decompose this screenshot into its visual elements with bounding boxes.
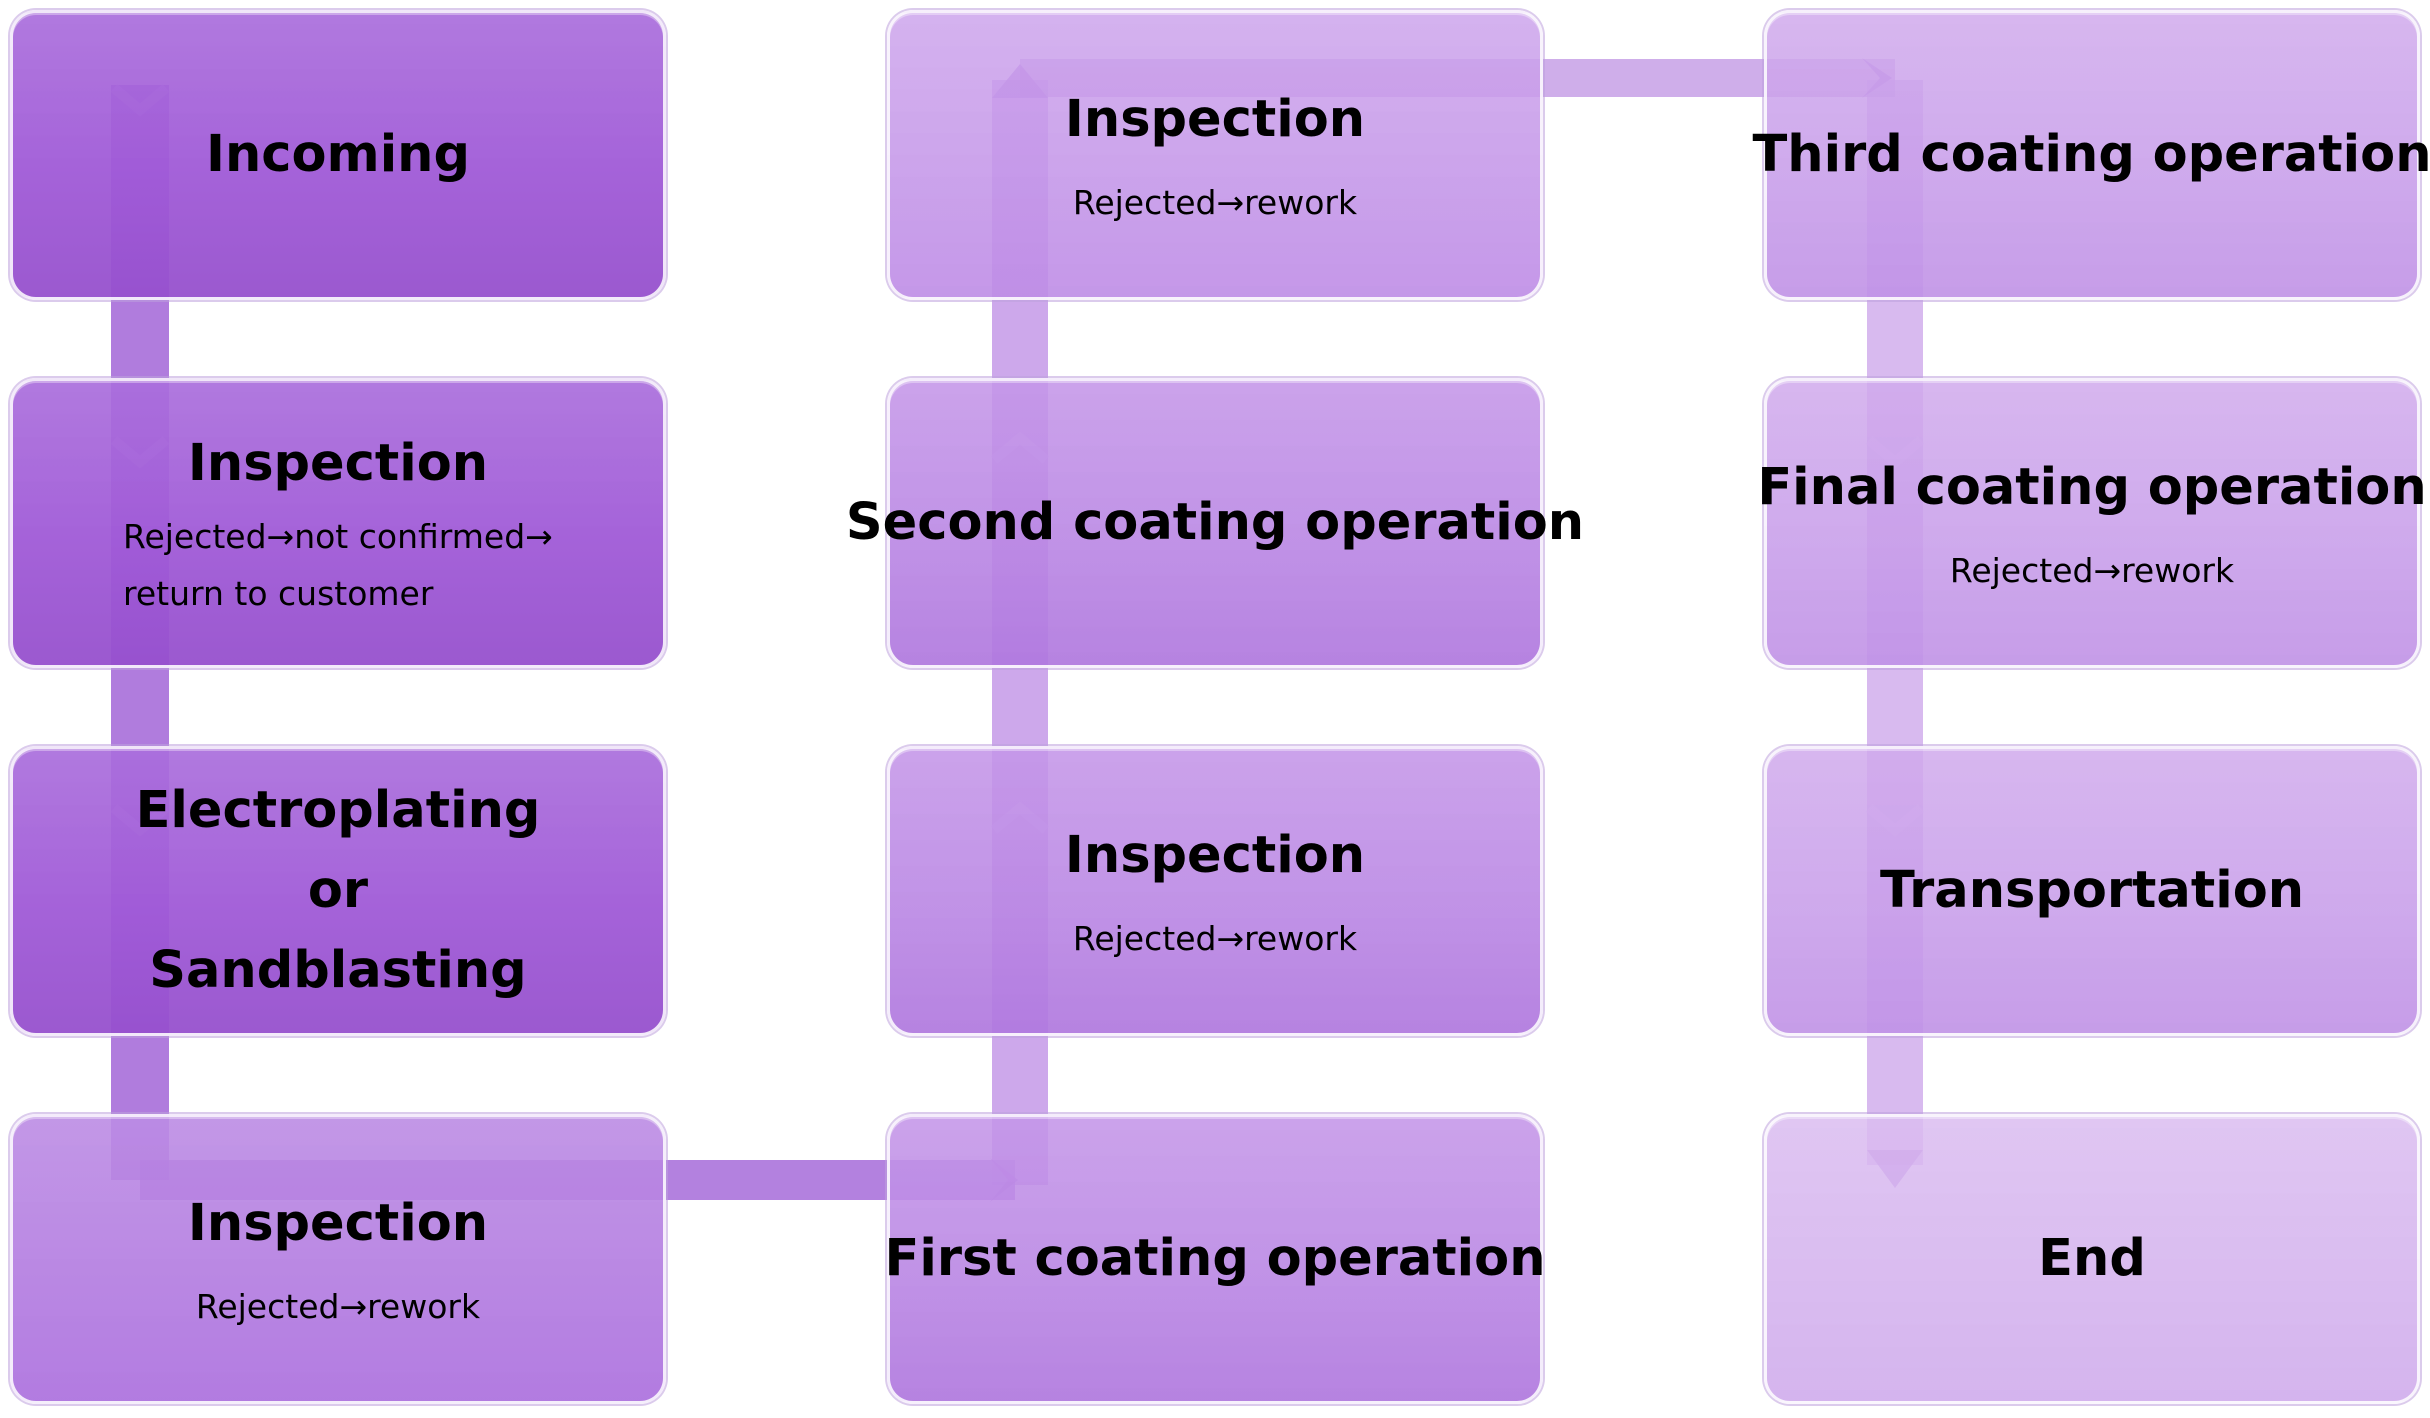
step-note: Rejected→rework — [195, 1286, 481, 1326]
step-end: End — [1764, 1114, 2420, 1404]
step-first-coating: First coating operation — [884, 1114, 1546, 1404]
step-inspection-1: Inspection Rejected→not confirmed→ retur… — [10, 378, 666, 668]
step-title: Transportation — [1879, 861, 2305, 920]
step-inspection-2: Inspection Rejected→rework — [10, 1114, 666, 1404]
step-title: First coating operation — [884, 1229, 1546, 1288]
step-title: Second coating operation — [845, 493, 1585, 552]
step-transportation: Transportation — [1764, 746, 2420, 1036]
step-title: End — [2038, 1229, 2146, 1288]
step-title: Electroplating or Sandblasting — [135, 781, 541, 1000]
step-title: Final coating operation — [1757, 457, 2427, 517]
step-title: Inspection — [1064, 825, 1366, 885]
step-inspection-3: Inspection Rejected→rework — [887, 746, 1543, 1036]
step-electroplating: Electroplating or Sandblasting — [10, 746, 666, 1036]
step-note: Rejected→rework — [1072, 918, 1358, 958]
step-title: Inspection — [1064, 89, 1366, 149]
step-note: Rejected→not confirmed→ return to custom… — [123, 517, 553, 613]
step-title: Incoming — [206, 125, 470, 184]
step-title: Third coating operation — [1752, 125, 2430, 184]
step-title: Inspection — [187, 1193, 489, 1253]
step-incoming: Incoming — [10, 10, 666, 300]
step-second-coating: Second coating operation — [846, 378, 1584, 668]
step-title: Inspection — [187, 434, 489, 493]
step-inspection-4: Inspection Rejected→rework — [887, 10, 1543, 300]
step-note: Rejected→rework — [1072, 182, 1358, 222]
step-third-coating: Third coating operation — [1753, 10, 2430, 300]
step-note: Rejected→rework — [1949, 550, 2235, 590]
step-final-coating: Final coating operation Rejected→rework — [1757, 378, 2427, 668]
